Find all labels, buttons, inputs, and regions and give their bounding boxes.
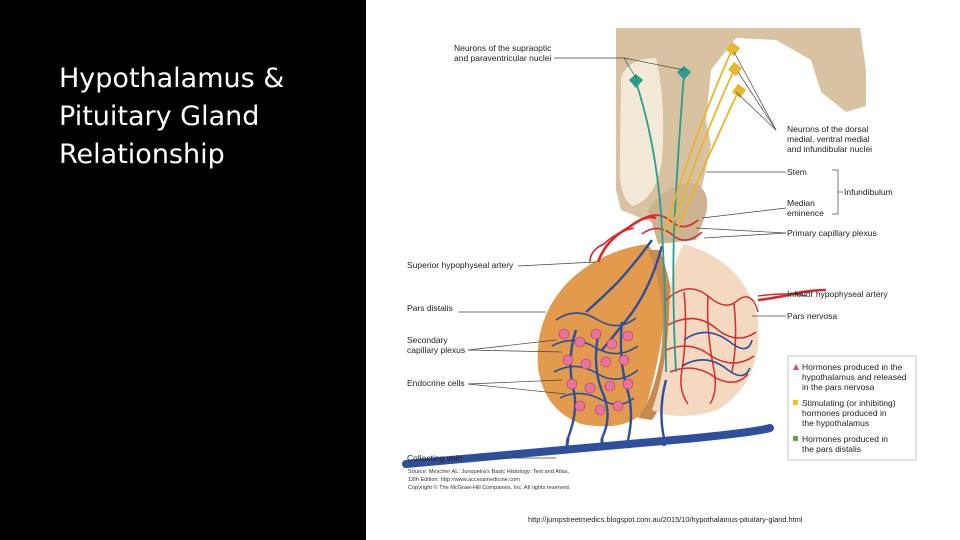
label-median-1: Median xyxy=(787,198,815,208)
label-pars-distalis: Pars distalis xyxy=(407,303,453,313)
label-neurons-supraoptic-2: and paraventricular nuclei xyxy=(454,53,551,63)
source-line-3: Copyright © The McGraw-Hill Companies, I… xyxy=(408,484,571,491)
legend-item-3-line-1: Hormones produced in xyxy=(802,434,888,444)
legend-item-1-line-1: Hormones produced in the xyxy=(802,362,902,372)
legend-item-1-line-2: hypothalamus and released xyxy=(802,372,907,382)
label-median-2: eminence xyxy=(787,208,824,218)
slide-title: Hypothalamus & Pituitary Gland Relations… xyxy=(59,63,285,170)
legend-item-2: Stimulating (or inhibiting) hormones pro… xyxy=(793,398,896,428)
label-pars-nervosa: Pars nervosa xyxy=(787,311,837,321)
legend-item-2-line-2: hormones produced in xyxy=(802,408,887,418)
label-primary-plexus: Primary capillary plexus xyxy=(787,228,877,238)
hypothalamus-tissue xyxy=(616,28,866,222)
label-superior-artery: Superior hypophyseal artery xyxy=(407,260,514,270)
source-line-2: 12th Edition: http://www.accessmedicine.… xyxy=(408,477,520,483)
label-secondary-1: Secondary xyxy=(407,335,448,345)
label-neurons-dorsal-1: Neurons of the dorsal xyxy=(787,124,868,134)
superior-hypophyseal-artery xyxy=(596,215,657,263)
label-neurons-dorsal-3: and infundibular nuclei xyxy=(787,144,872,154)
label-infundibulum: Infundibulum xyxy=(844,187,893,197)
label-neurons-supraoptic-1: Neurons of the supraoptic xyxy=(454,43,552,53)
label-endocrine: Endocrine cells xyxy=(407,378,465,388)
inferior-hypophyseal-artery xyxy=(757,288,827,302)
endocrine-cells xyxy=(558,328,634,416)
collecting-vein-vessel xyxy=(402,424,774,468)
legend-item-2-line-1: Stimulating (or inhibiting) xyxy=(802,398,896,408)
source-url[interactable]: http://jumpstreetmedics.blogspot.com.au/… xyxy=(528,515,803,524)
hypothalamus-pituitary-diagram: Neurons of the supraoptic and paraventri… xyxy=(402,28,917,524)
pars-nervosa-capillaries xyxy=(665,288,807,405)
legend-box: Hormones produced in the hypothalamus an… xyxy=(787,355,917,461)
label-inferior-artery: Inferior hypophyseal artery xyxy=(787,289,888,299)
label-neurons-dorsal-2: medial, ventral medial xyxy=(787,134,870,144)
legend-item-1: Hormones produced in the hypothalamus an… xyxy=(793,362,907,392)
source-line-1: Source: Mescher AL: Junqueira's Basic Hi… xyxy=(408,469,570,475)
veins xyxy=(566,239,668,441)
label-secondary-2: capillary plexus xyxy=(407,345,465,355)
vein-connections xyxy=(564,437,666,453)
legend-item-1-line-3: in the pars nervosa xyxy=(802,382,875,392)
legend-item-3: Hormones produced in the pars distalis xyxy=(793,434,888,454)
secondary-capillary-plexus xyxy=(551,312,753,406)
teal-neurons xyxy=(629,66,691,373)
label-collecting-vein: Collecting vein xyxy=(407,453,463,463)
third-ventricle xyxy=(619,58,664,206)
title-panel: Hypothalamus & Pituitary Gland Relations… xyxy=(0,0,366,540)
legend-item-3-line-2: the pars distalis xyxy=(802,444,861,454)
leader-lines xyxy=(458,51,843,459)
label-stem: Stem xyxy=(787,167,807,177)
legend-item-2-line-3: the hypothalamus xyxy=(802,418,869,428)
